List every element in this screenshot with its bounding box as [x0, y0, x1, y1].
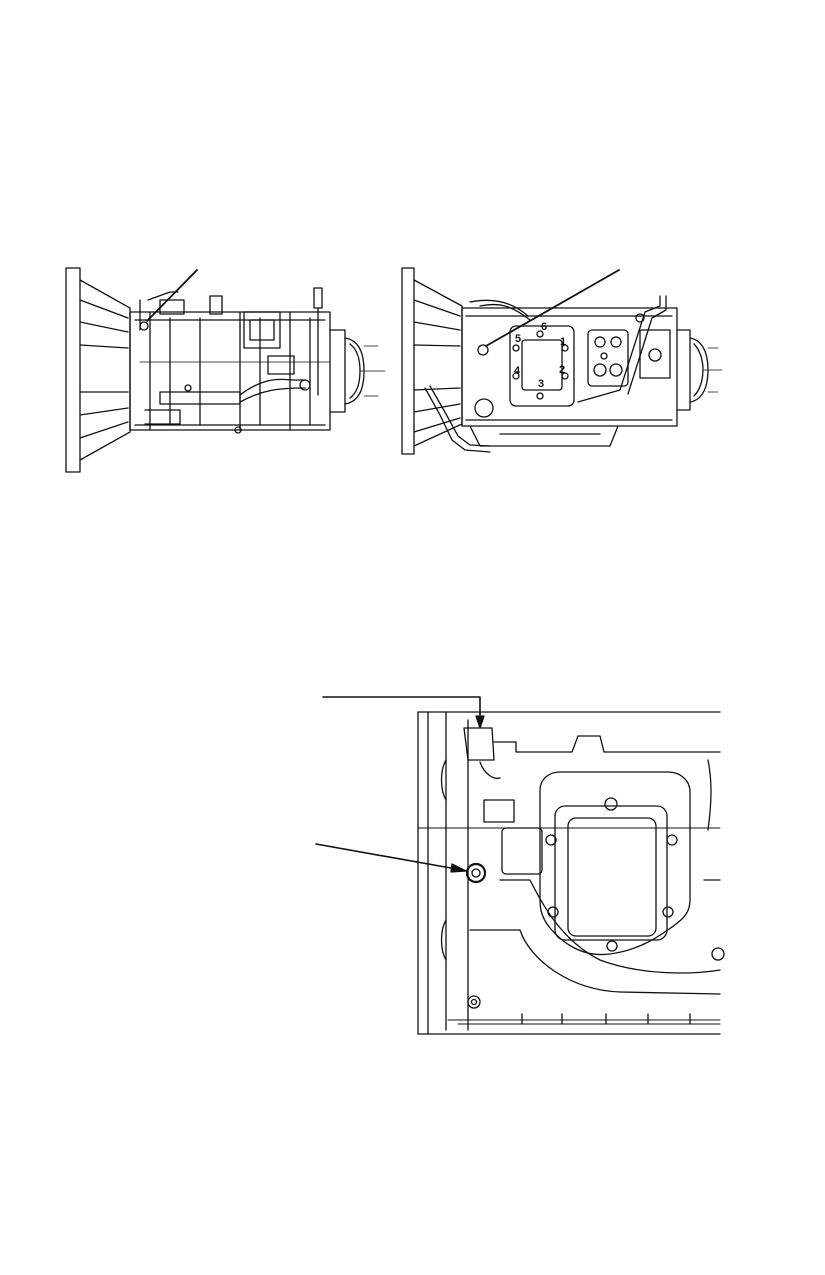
bolt-number-3: 3	[538, 378, 544, 390]
detail-frame	[417, 711, 721, 1035]
detail-fill-plug	[465, 862, 487, 884]
cover-bolt	[604, 797, 618, 811]
bolt-number-6: 6	[541, 321, 547, 333]
oil-pan	[469, 425, 619, 447]
main-case-right	[461, 307, 678, 427]
output-housing	[329, 329, 346, 413]
pto-cover-plate	[554, 805, 668, 941]
bolt-number-5: 5	[515, 333, 521, 345]
detail-leader-plug	[315, 843, 463, 871]
right-transmission-view	[401, 267, 723, 455]
bell-housing	[79, 279, 131, 461]
left-transmission-view	[65, 267, 386, 473]
bolt-hole	[536, 330, 544, 338]
bell-housing-flange	[65, 267, 81, 473]
pto-cover-outer	[539, 771, 691, 956]
arrowhead-top	[475, 715, 485, 729]
detail-leader-top	[322, 696, 481, 726]
detail-boss-top	[463, 727, 495, 761]
pto-cover-inner	[567, 817, 657, 937]
bolt-number-1: 1	[560, 336, 566, 348]
pto-cover	[509, 325, 575, 407]
main-case	[129, 311, 331, 431]
fill-plug	[477, 344, 489, 356]
arrowhead-plug	[450, 863, 467, 873]
left-leader-line	[146, 269, 198, 322]
bolt-marker	[139, 321, 149, 331]
bolt-number-2: 2	[559, 364, 565, 376]
detail-view	[315, 696, 725, 1035]
right-leader-line	[485, 269, 620, 347]
bolt-number-4: 4	[514, 365, 521, 377]
bolt-sequence-numbers: 1 2 3 4 5 6	[514, 321, 566, 390]
bell-housing-flange-right	[401, 267, 415, 455]
